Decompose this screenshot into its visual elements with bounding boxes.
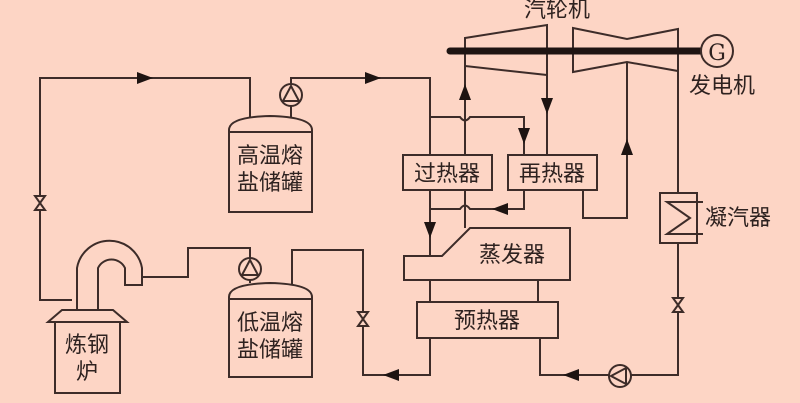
hot-tank-label-1: 高温熔 (237, 144, 303, 169)
condenser-label: 凝汽器 (705, 206, 771, 231)
flow-arrow-icon (459, 84, 471, 100)
flow-arrow-icon (621, 139, 633, 155)
hot-tank-label-2: 盐储罐 (237, 171, 303, 196)
flow-arrow-icon (492, 203, 508, 215)
flow-arrow-icon (563, 369, 579, 381)
evaporator-label: 蒸发器 (479, 243, 545, 268)
flow-arrow-icon (365, 72, 381, 84)
steel-furnace: 炼钢 炉 (45, 239, 143, 394)
turbine-label: 汽轮机 (524, 0, 590, 23)
pump-icon (608, 364, 632, 388)
generator-icon: G (700, 34, 734, 68)
generator-symbol: G (708, 41, 726, 66)
turbine: 汽轮机 (464, 0, 679, 77)
furnace-label-2: 炉 (76, 360, 98, 385)
cold-tank-label-2: 盐储罐 (237, 338, 303, 363)
preheater: 预热器 (416, 301, 559, 339)
reheater-label: 再热器 (519, 162, 585, 187)
valve-icon (356, 311, 370, 327)
reheater: 再热器 (507, 154, 598, 191)
superheater-label: 过热器 (414, 162, 480, 187)
preheater-label: 预热器 (454, 309, 520, 334)
flow-arrow-icon (518, 128, 530, 144)
left-return-pipe (39, 77, 251, 301)
hot-salt-tank: 高温熔 盐储罐 (228, 114, 313, 213)
furnace-label-1: 炼钢 (65, 333, 109, 358)
cold-salt-tank: 低温熔 盐储罐 (228, 281, 313, 378)
evaporator: 蒸发器 (403, 227, 571, 281)
flow-arrow-icon (424, 222, 436, 238)
generator-label: 发电机 (689, 74, 755, 99)
valve-icon (671, 297, 685, 313)
cold-tank-label-1: 低温熔 (237, 311, 303, 336)
superheater: 过热器 (402, 154, 493, 191)
condenser: 凝汽器 (659, 192, 771, 244)
flow-arrow-icon (541, 98, 553, 114)
flow-arrow-icon (383, 369, 399, 381)
pump-icon (238, 257, 262, 281)
pump-icon (279, 83, 303, 107)
flow-arrow-icon (137, 72, 153, 84)
valve-icon (33, 195, 47, 211)
